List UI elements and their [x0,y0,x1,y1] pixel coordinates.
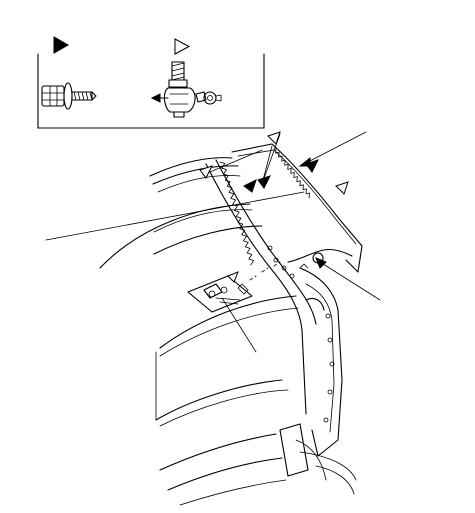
latch-connector [237,283,249,295]
mounting-holes [267,245,335,423]
fastener-markers [199,131,349,283]
hatch-crease [159,389,289,427]
latch-rod [215,297,241,305]
clip-marker-1 [199,165,213,179]
callout-arrow-1 [298,156,311,167]
glass-edge-upper [99,203,251,269]
floor-edge [299,451,357,481]
weatherstrip-serration [219,161,255,266]
glass-edge-lower [153,225,263,255]
trim-left-edge [205,163,307,415]
callout-leader-2 [45,191,305,241]
bumper-lower [179,479,287,506]
roof-rail-trim [231,143,363,273]
marker-leader-2 [261,133,281,185]
callout-leader-4 [221,297,257,353]
legend-box [37,36,265,129]
roof-rail-serration [275,147,310,199]
clip-marker-4 [227,271,239,283]
callout-arrow-3 [315,257,327,269]
pillar-trim-panel [205,143,363,495]
bumper-line [167,457,283,491]
bolt-marker-1 [243,179,257,193]
callout-leader-1 [303,131,367,165]
latch-assembly [187,261,281,313]
lower-trim-panel [299,267,343,457]
callout-leader-3 [319,261,381,301]
latch-dash-line [249,261,281,281]
harness-grommet [299,263,309,269]
push-type-clip-icon [150,61,222,118]
marker-leader-1 [209,149,263,173]
callout-leaders [45,131,381,353]
wire-harness [287,248,353,263]
legend-frame [37,53,265,129]
hatch-mid-line [155,379,283,421]
hatch-lower-line [159,433,277,471]
roof-rail-trim-inner [237,149,357,245]
roof-edge-outer [149,157,233,177]
latch-plate [187,275,253,313]
floor-edge-2 [315,465,355,495]
hollow-triangle-icon [174,38,191,55]
vehicle-body [99,157,299,506]
marker-leader-3 [261,145,273,185]
roof-seam [157,175,241,193]
lower-trim-inner [305,283,335,433]
bolt-with-washer-icon [41,82,97,110]
pillar-bracket [279,423,309,477]
clip-marker-3 [335,181,349,195]
pillar-base-curve [295,439,327,481]
glass-reflection [153,209,253,233]
filled-triangle-icon [53,36,70,54]
roof-edge-inner [152,165,239,185]
hatch-seam [159,307,299,357]
clip-marker-2 [267,131,281,145]
hatch-upper-line [159,295,297,349]
trim-cutout [305,297,325,311]
